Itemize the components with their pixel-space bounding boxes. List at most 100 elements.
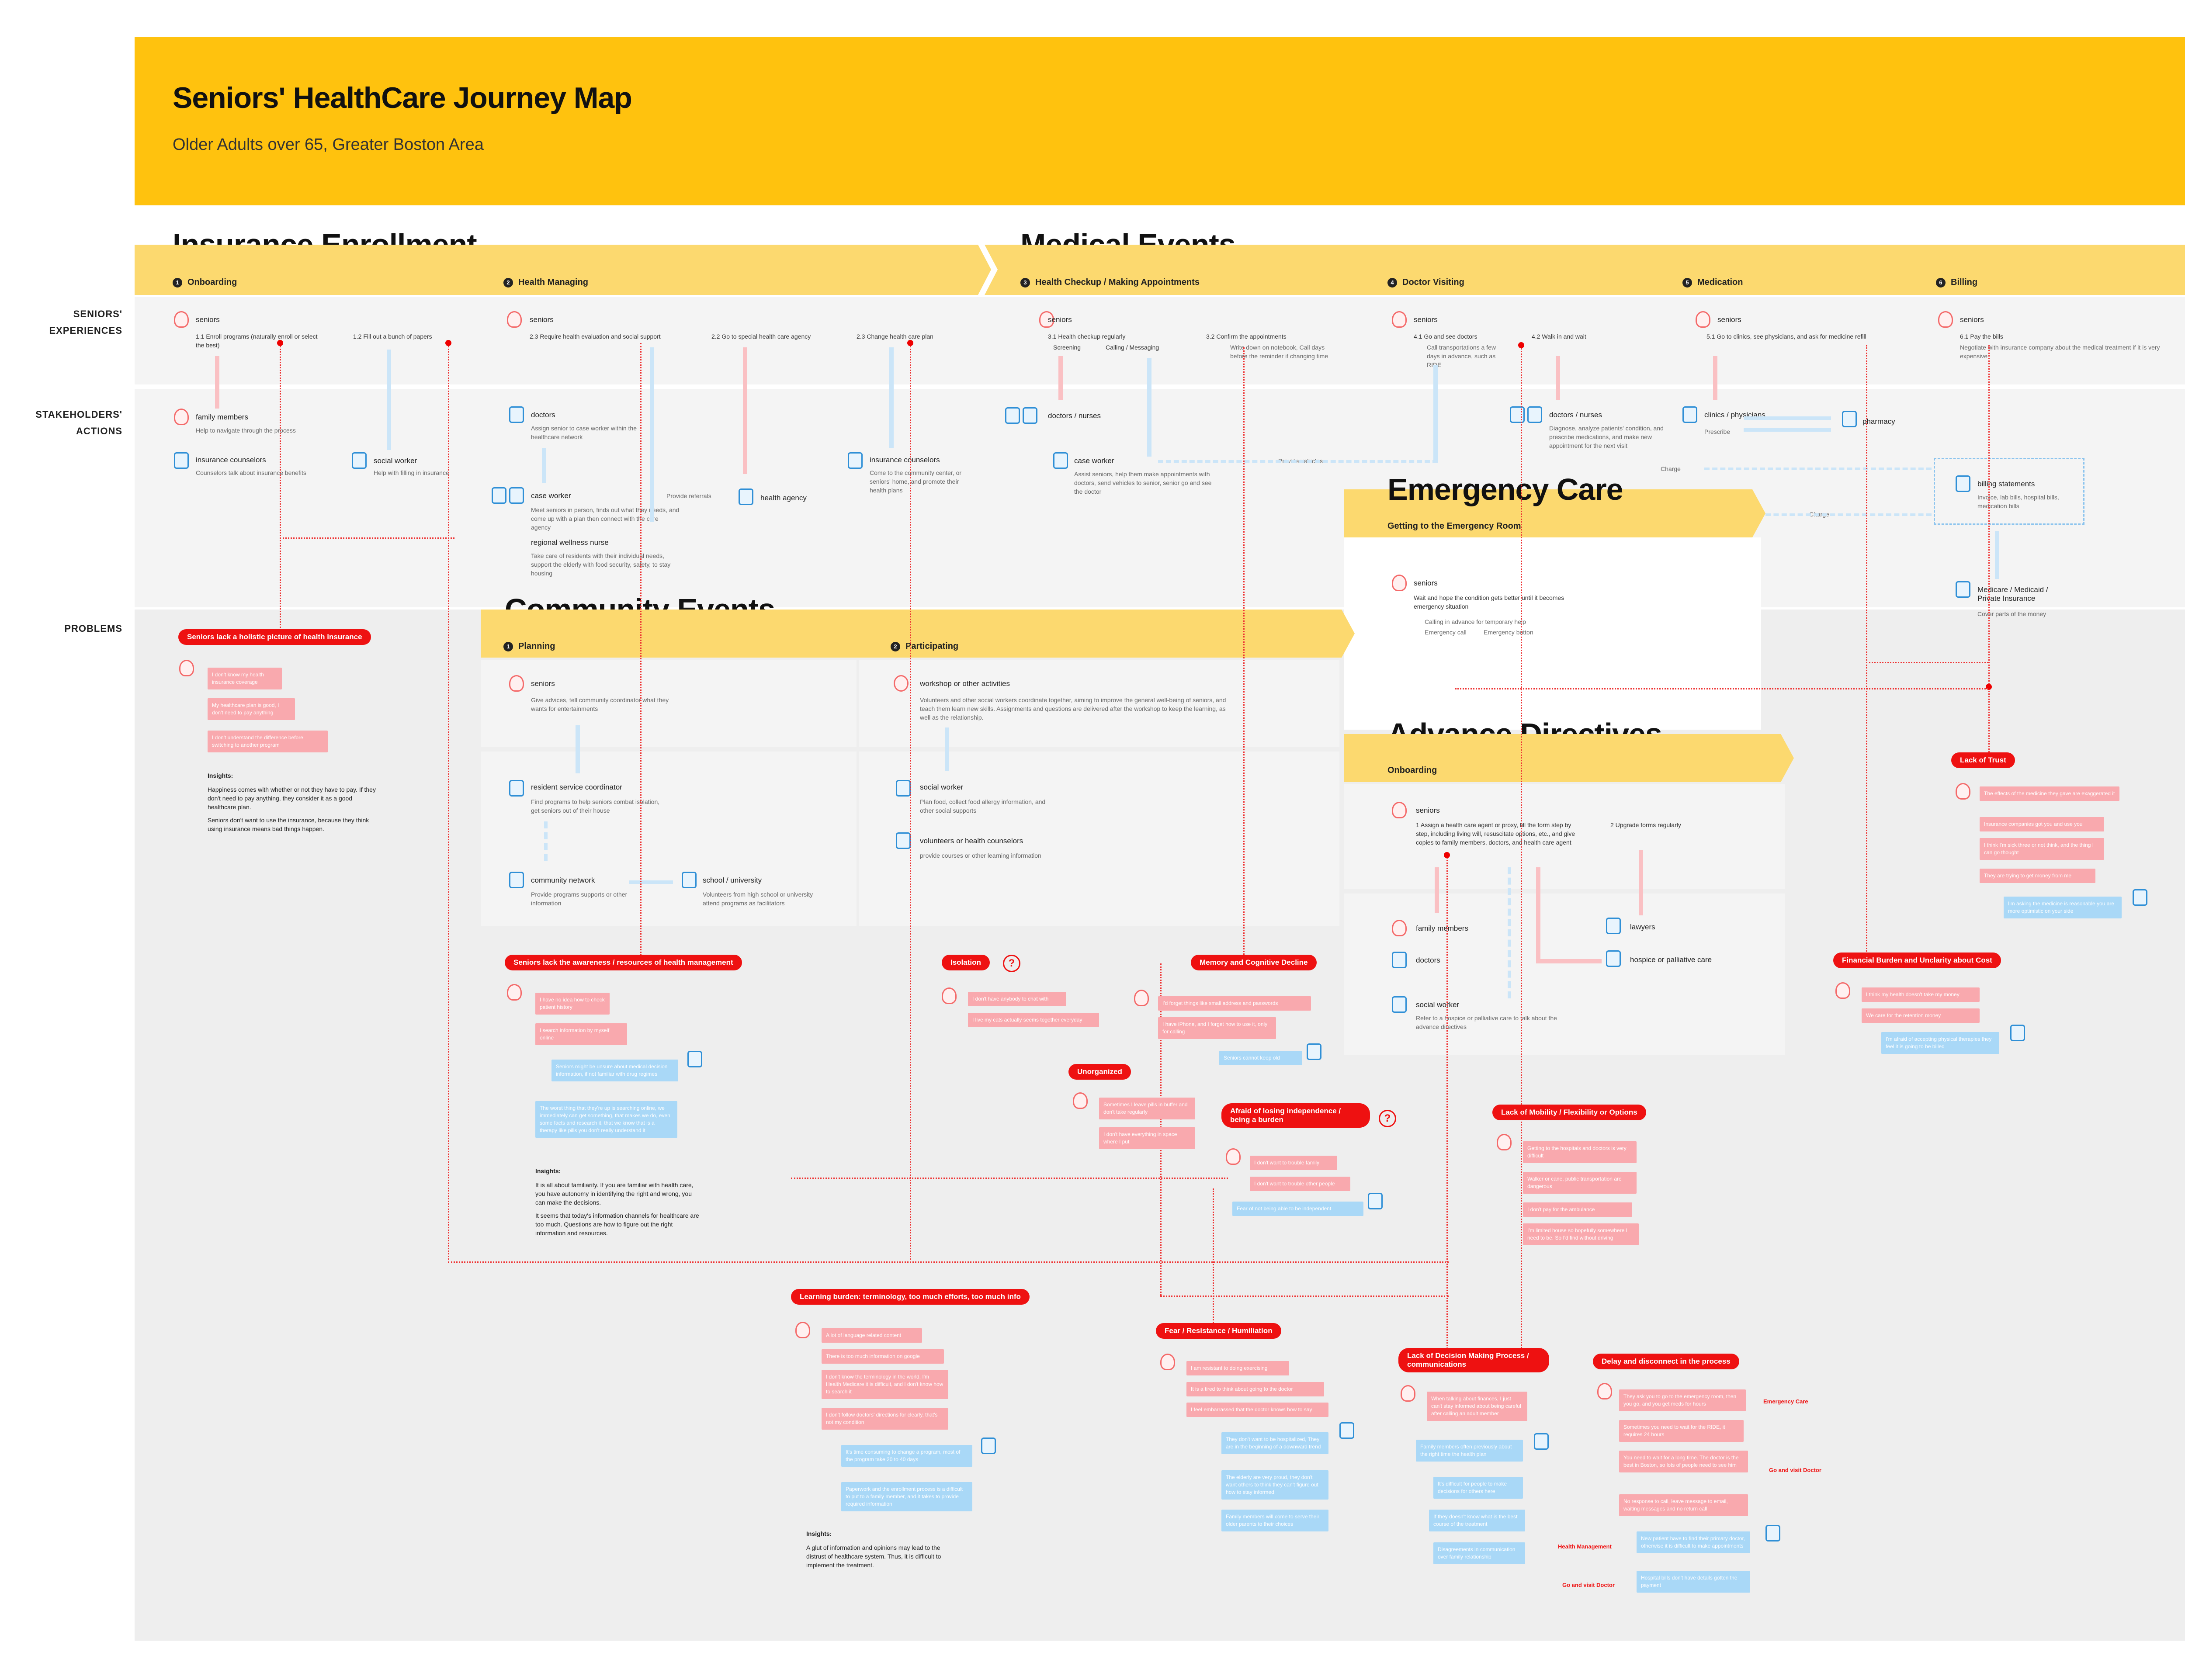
actor-counselors-desc: Counselors talk about insurance benefits: [196, 469, 306, 476]
quote: I am resistant to doing exercising: [1186, 1361, 1289, 1375]
actor-volunteers: volunteers or health counselors: [920, 837, 1023, 845]
arrow-up-dashed: [1508, 867, 1511, 998]
quote: There is too much information on google: [822, 1349, 944, 1364]
connector: [1866, 345, 1867, 957]
senior-icon: [1392, 311, 1407, 328]
charge-arrow: [1704, 468, 1932, 470]
case-worker-icon: [492, 487, 506, 504]
row-label-problems: PROBLEMS: [64, 623, 122, 634]
connector: [1243, 347, 1245, 963]
senior-icon: [174, 311, 189, 328]
step-3-1: 3.1 Health checkup regularly: [1048, 333, 1126, 340]
charge-arrow-2: [1765, 513, 1932, 516]
case-worker-icon: [1053, 452, 1068, 469]
arrow-up: [576, 725, 580, 773]
quote: I don't follow doctors' directions for c…: [822, 1408, 948, 1430]
step-4-1-desc: Call transportations a few days in advan…: [1427, 344, 1496, 368]
actor-billing-desc: Invoice, lab bills, hospital bills, medi…: [1977, 494, 2059, 509]
senior-icon: [1497, 1134, 1512, 1150]
label-charge: Charge: [1661, 465, 1681, 472]
connector: [1866, 662, 1988, 663]
quote: I think my health doesn't take my money: [1862, 987, 1980, 1002]
emergency-desc: Wait and hope the condition gets better …: [1414, 594, 1564, 610]
problem-fear: Fear / Resistance / Humiliation: [1156, 1323, 1281, 1339]
network-icon: [509, 872, 524, 888]
actor-case-worker: case worker: [1074, 457, 1114, 465]
actor-wellness-nurse-desc: Take care of residents with their indivi…: [531, 552, 671, 577]
insurance-icon: [1956, 581, 1970, 598]
header-banner: Seniors' HealthCare Journey Map Older Ad…: [135, 37, 2185, 205]
actor-volunteers-desc: provide courses or other learning inform…: [920, 852, 1041, 859]
section-title-emergency: Emergency Care: [1387, 472, 1623, 506]
senior-icon: [1835, 982, 1850, 999]
actor-rsc-desc: Find programs to help seniors combat iso…: [531, 798, 660, 814]
quote: I don't have anybody to chat with: [968, 992, 1066, 1006]
label-prescribe: Prescribe: [1704, 428, 1731, 435]
problem-independence: Afraid of losing independence / being a …: [1221, 1103, 1370, 1128]
actor-doctors-nurses: doctors / nurses: [1048, 412, 1101, 420]
stage-ad-onboarding: Onboarding: [1387, 766, 1437, 775]
connector: [1160, 1296, 1449, 1297]
actor-network-desc: Provide programs supports or other infor…: [531, 891, 628, 907]
doctor-nurse-icon: [1023, 407, 1037, 424]
caregiver-icon: [1307, 1043, 1321, 1060]
connector-dot: [1444, 852, 1450, 858]
caregiver-icon: [1534, 1433, 1549, 1450]
actor-network: community network: [531, 876, 595, 884]
quote: I don't know my health insurance coverag…: [208, 668, 282, 689]
prescribe-arrow: [1744, 416, 1831, 420]
senior-icon: [1039, 311, 1054, 328]
actor-seniors: seniors: [1717, 315, 1741, 324]
actor-rsc: resident service coordinator: [531, 783, 622, 791]
step-3-2-desc: Write down on notebook, Call days before…: [1230, 344, 1328, 360]
clinic-icon: [1682, 406, 1697, 423]
actor-case-worker: case worker: [531, 492, 571, 500]
actor-case-worker-desc: Assist seniors, help them make appointme…: [1074, 471, 1212, 495]
step-6-1-desc: Negotiate with insurance company about t…: [1960, 344, 2160, 360]
caregiver-icon: [2010, 1025, 2025, 1041]
quote: Hospital bills don't have details gotten…: [1637, 1571, 1750, 1593]
actor-social-worker: social worker: [920, 783, 964, 791]
quote: Paperwork and the enrollment process is …: [841, 1482, 972, 1511]
emergency-band: [1344, 489, 1765, 537]
billing-statements-box: [1934, 458, 2084, 525]
connector: [1988, 345, 1990, 760]
quote: We care for the retention money: [1862, 1008, 1980, 1023]
quote: No response to call, leave message to em…: [1619, 1494, 1748, 1516]
quote: They don't want to be hospitalized, They…: [1221, 1432, 1328, 1454]
senior-icon: [507, 984, 522, 1001]
bill-icon: [1956, 475, 1970, 492]
problem-trust: Lack of Trust: [1951, 752, 2015, 768]
senior-icon: [1073, 1092, 1088, 1109]
arrow-right: [629, 880, 673, 884]
arrow-up: [1433, 365, 1438, 461]
counselor-icon: [174, 452, 189, 469]
problem-mobility: Lack of Mobility / Flexibility or Option…: [1492, 1105, 1646, 1120]
problem-awareness: Seniors lack the awareness / resources o…: [505, 955, 742, 970]
advance-step-1: 1 Assign a health care agent or proxy, f…: [1416, 821, 1575, 846]
arrow-up: [889, 347, 894, 448]
volunteer-icon: [896, 832, 911, 849]
quote: I have iPhone, and I forget how to use i…: [1158, 1017, 1276, 1039]
agency-icon: [739, 488, 753, 505]
page-subtitle: Older Adults over 65, Greater Boston Are…: [173, 135, 484, 154]
actor-medicare-desc: Cover parts of the money: [1977, 610, 2046, 617]
senior-icon: [1160, 1354, 1175, 1370]
arrow-down: [1713, 356, 1717, 400]
community-exp-2: [859, 660, 1339, 747]
social-worker-icon: [1392, 996, 1407, 1013]
arrow-down: [1058, 356, 1063, 400]
family-icon: [1392, 920, 1407, 936]
actor-social-worker: social worker: [374, 457, 417, 465]
connector: [448, 343, 449, 1263]
actor-seniors: seniors: [1960, 315, 1984, 324]
problem-memory: Memory and Cognitive Decline: [1191, 955, 1317, 970]
connector: [1213, 1188, 1214, 1328]
insights-1: Insights:Happiness comes with whether or…: [208, 772, 376, 832]
problem-learning: Learning burden: terminology, too much e…: [791, 1289, 1030, 1305]
senior-icon: [509, 675, 524, 692]
step-6-1: 6.1 Pay the bills: [1960, 333, 2003, 340]
